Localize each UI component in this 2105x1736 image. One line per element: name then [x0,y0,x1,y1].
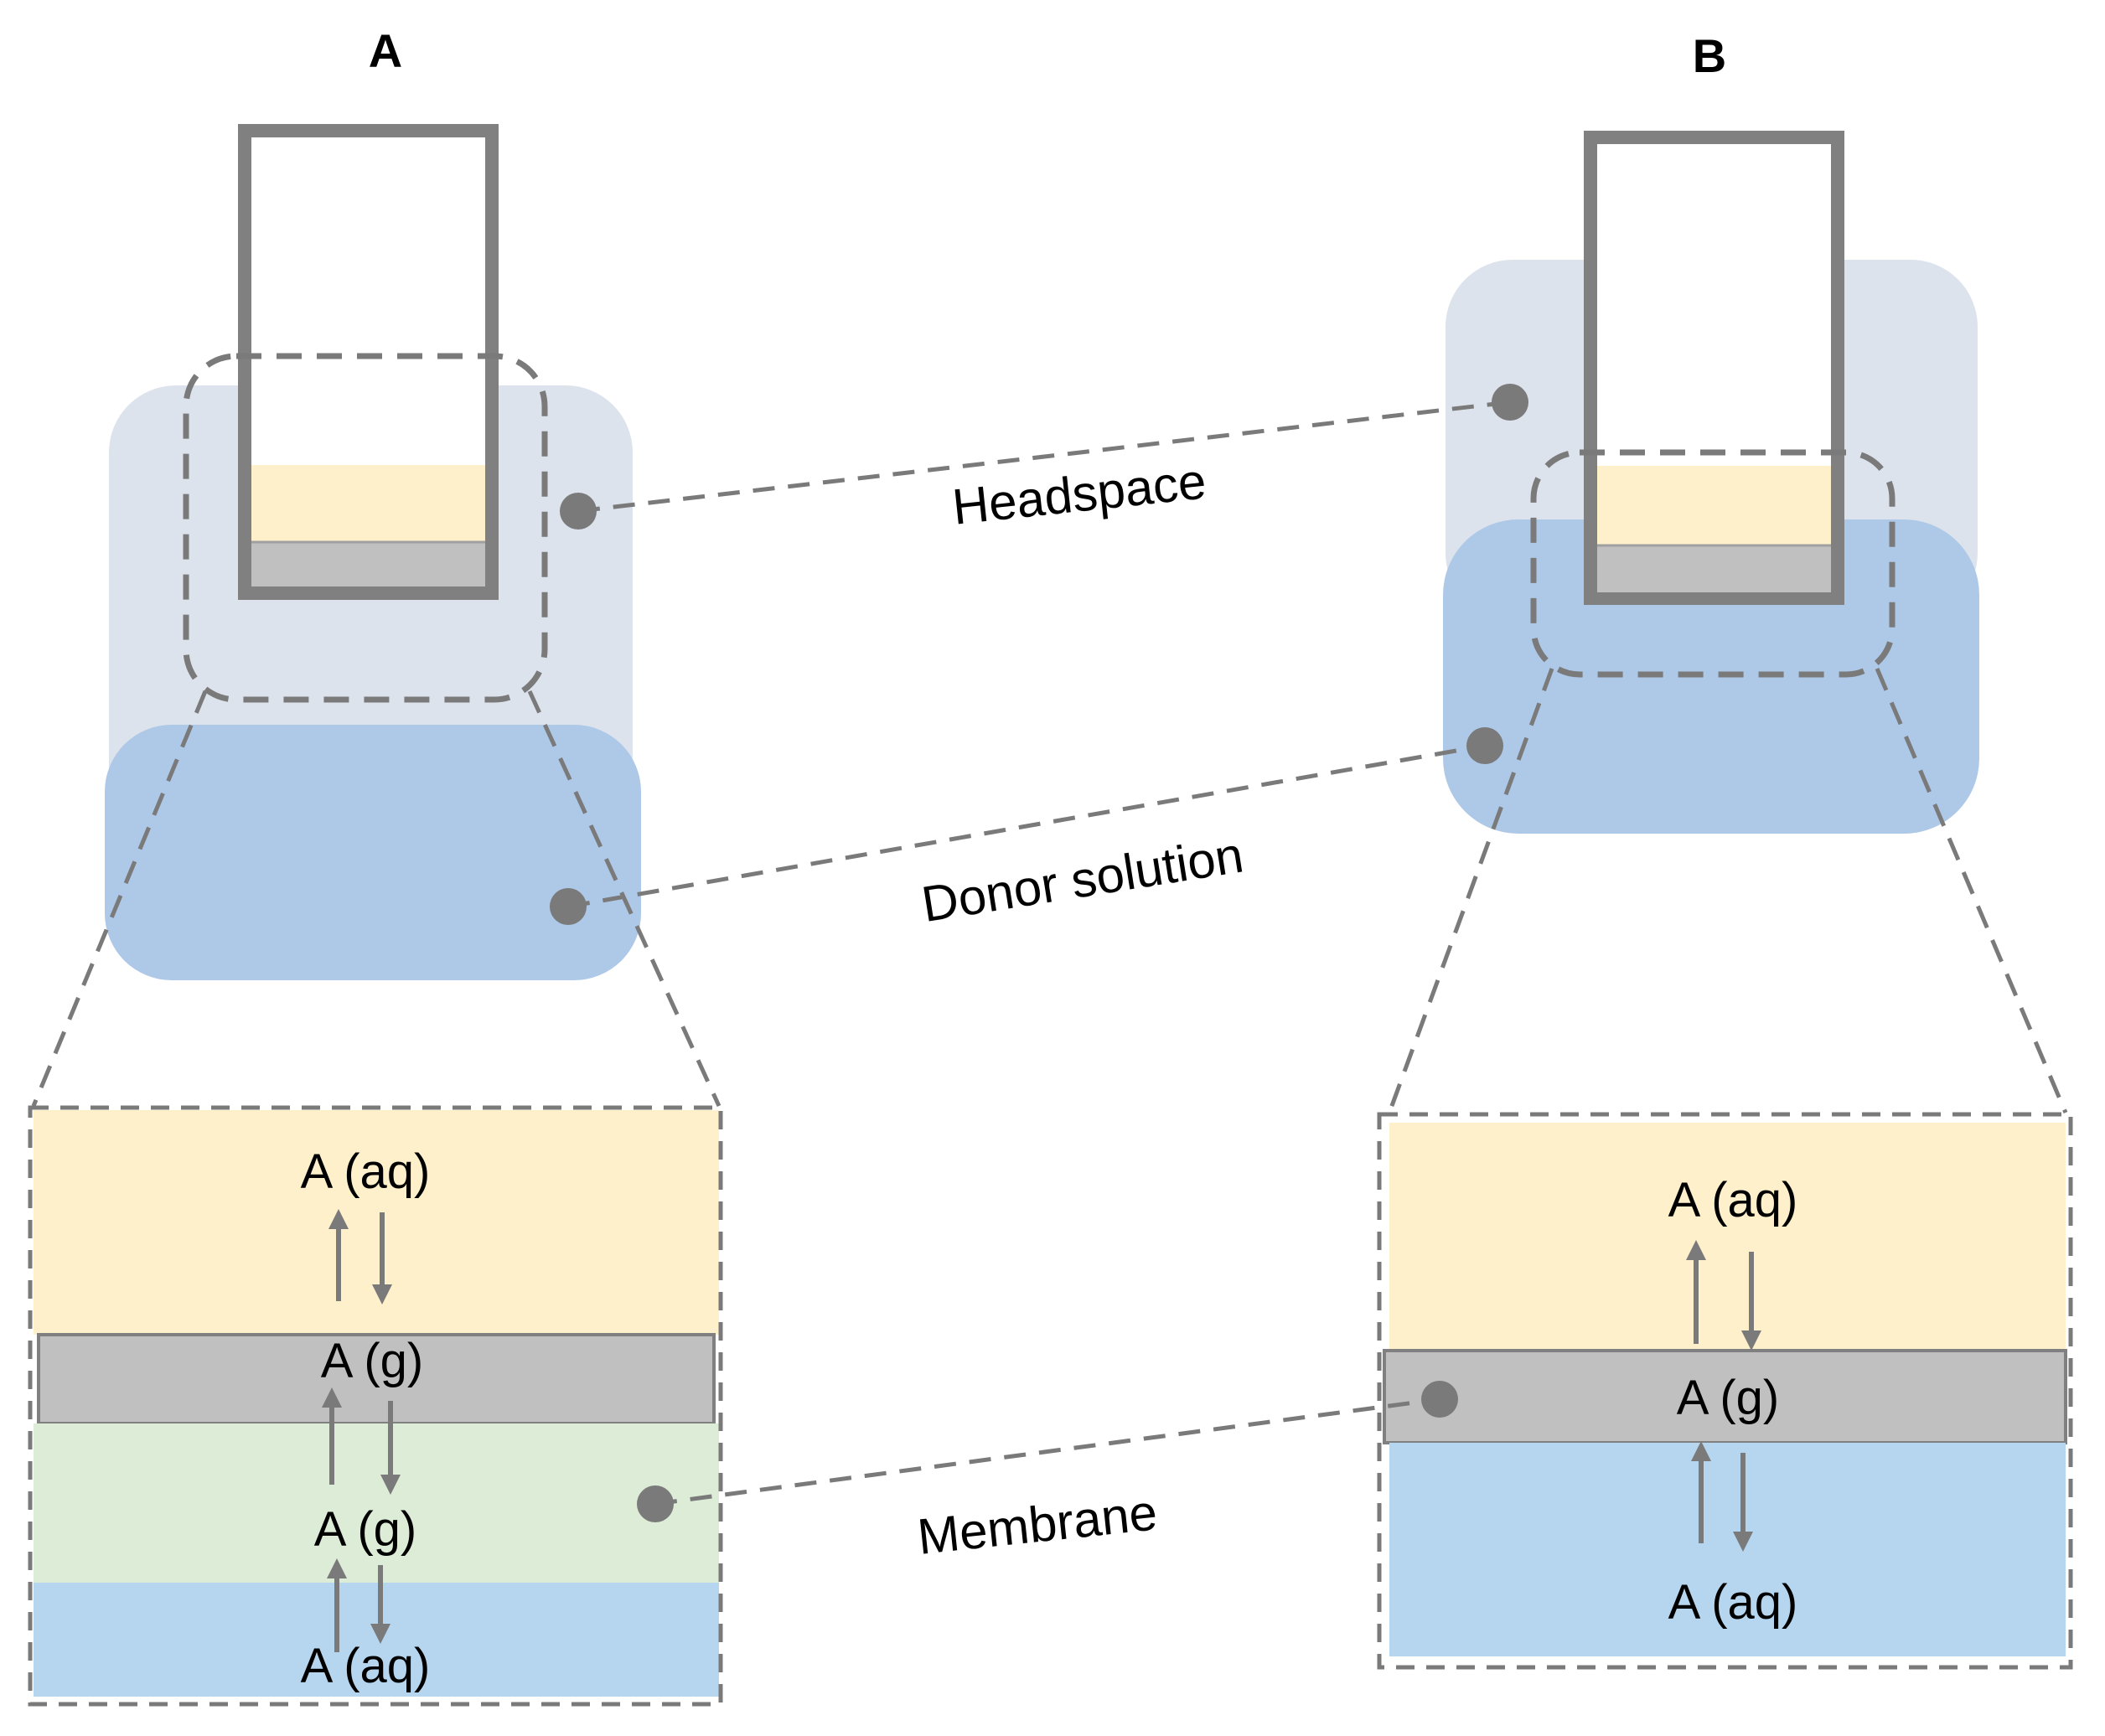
sampler-device-b [1584,131,1844,605]
species-membrane-a: A (g) [321,1334,424,1388]
zoom-gas-layer-a [34,1423,719,1583]
headspace-label: Headspace [949,452,1208,535]
zoom-membrane-layer-a [37,1333,716,1425]
donor-solution-region-b [1443,519,1979,834]
device-membrane-layer-b [1597,545,1831,592]
donor-solution-region-a [105,725,641,980]
panel-b-letter: B [1693,29,1726,82]
panel-b: B A (aq) A (g) [1377,29,2073,1670]
callout-membrane: Membrane [637,1381,1458,1565]
species-membrane-b: A (g) [1677,1371,1780,1425]
zoom-box-outline-b [1377,1112,2073,1670]
callout-dot-icon [637,1485,674,1522]
equilibrium-arrows-icon [1691,1441,1753,1552]
equilibrium-arrows-icon [327,1558,390,1652]
species-gas-layer-a: A (g) [314,1502,417,1557]
zoom-membrane-layer-b [1383,1349,2067,1444]
device-acceptor-layer-a [251,465,485,542]
device-membrane-layer-a [251,542,485,586]
sampler-device-a [238,124,499,600]
callout-dot-icon [550,888,587,925]
callout-dot-icon [1466,727,1503,764]
callout-dot-icon [560,493,597,530]
zoom-box-b: A (aq) A (g) A (aq) [1377,1112,2073,1670]
device-acceptor-layer-b [1597,466,1831,545]
callout-donor-solution: Donor solution [550,727,1503,933]
callout-dot-icon [1421,1381,1458,1418]
callout-headspace: Headspace [560,384,1528,535]
panel-a-letter: A [369,24,402,77]
zoom-region-outline-a [183,353,548,703]
species-top-b: A (aq) [1668,1173,1798,1227]
species-bottom-b: A (aq) [1668,1575,1798,1630]
zoom-aqueous-layer-b [1389,1443,2066,1656]
equilibrium-arrows-icon [328,1209,392,1305]
zoom-region-outline-b [1530,449,1896,678]
panel-a: A A (aq) A (g) [28,24,723,1707]
zoom-box-outline-a [28,1105,723,1707]
species-top-a: A (aq) [301,1144,431,1199]
zoom-box-a: A (aq) A (g) A (g) A (aq) [28,1105,723,1707]
callout-dot-icon [1492,384,1528,421]
equilibrium-arrows-icon [322,1387,401,1495]
membrane-label: Membrane [915,1484,1160,1565]
zoom-acceptor-layer-b [1389,1123,2066,1351]
equilibrium-arrows-icon [1686,1240,1761,1351]
donor-solution-label: Donor solution [918,826,1247,933]
species-bottom-a: A (aq) [301,1639,431,1693]
